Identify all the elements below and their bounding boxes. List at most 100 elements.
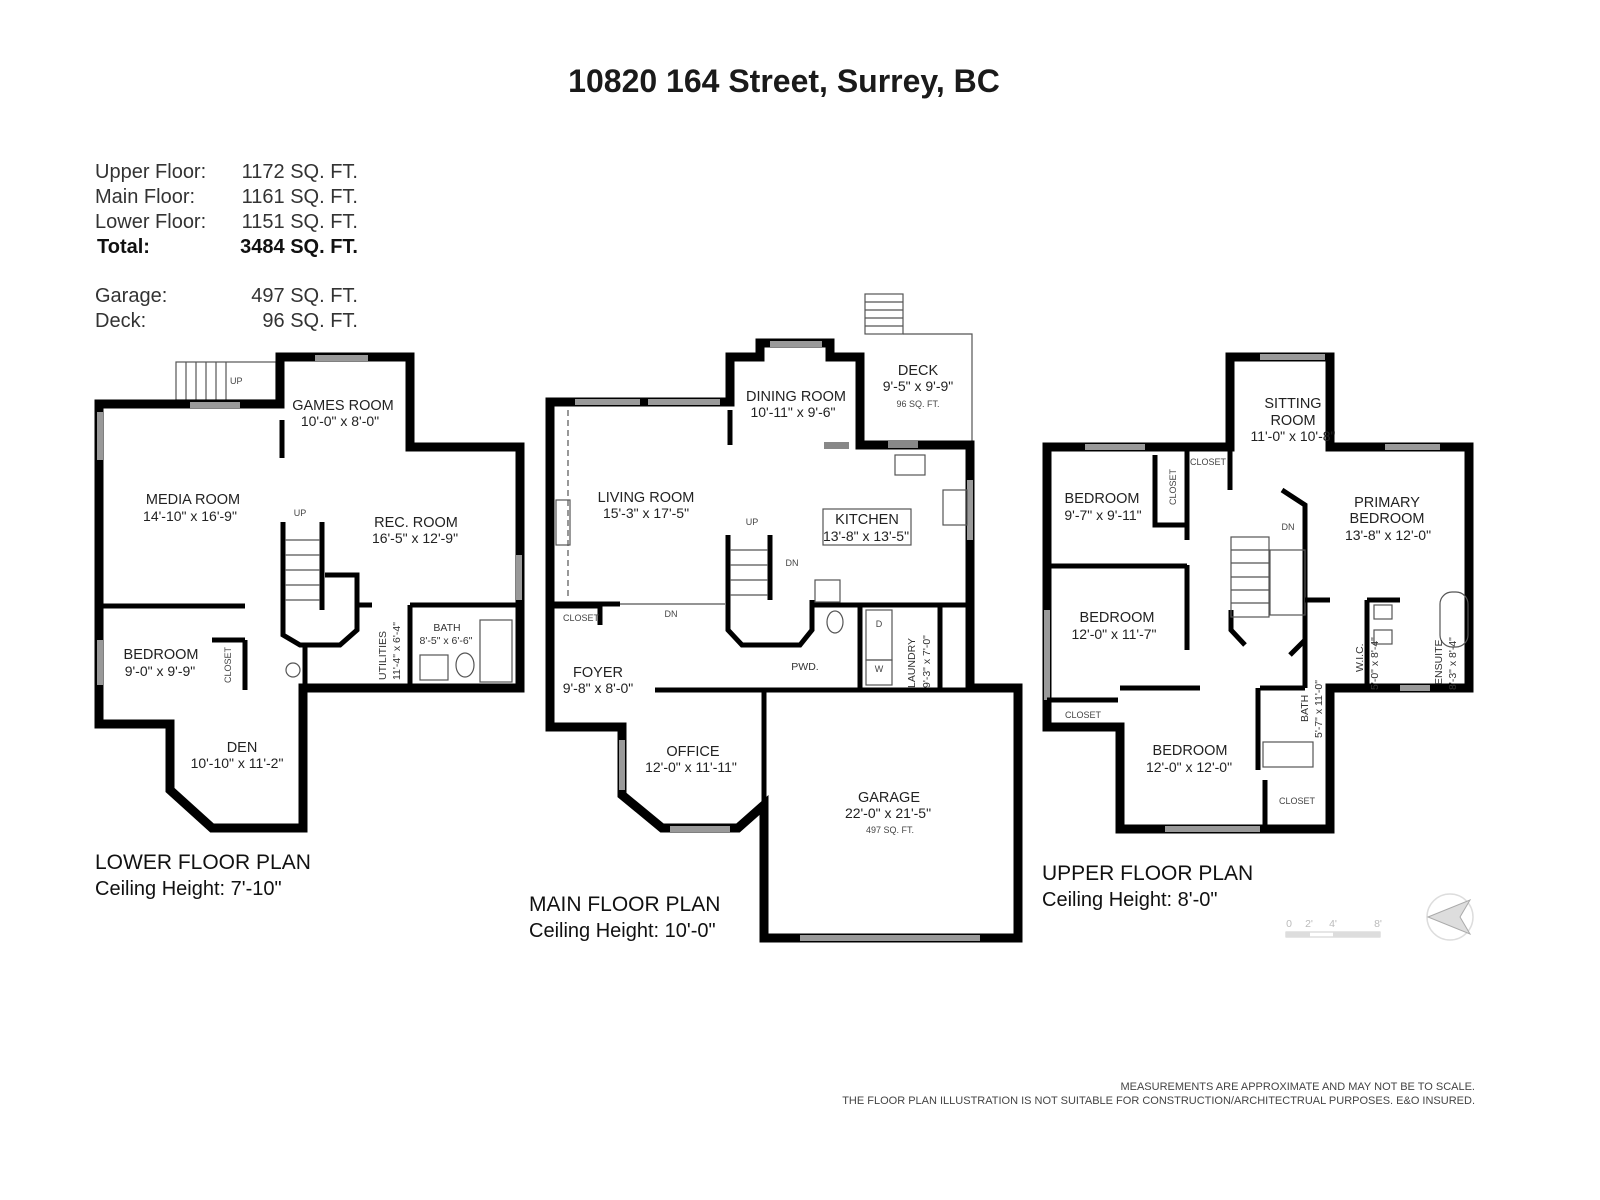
room-name: PWD. bbox=[791, 661, 818, 673]
scale-tick: 8' bbox=[1374, 918, 1382, 930]
closet-label: CLOSET bbox=[223, 646, 233, 683]
room-area: 96 SQ. FT. bbox=[896, 399, 939, 409]
area-label: Main Floor: bbox=[95, 186, 195, 208]
room-dimensions: 9'-8" x 8'-0" bbox=[563, 680, 634, 696]
room-name: KITCHEN bbox=[835, 512, 899, 528]
scale-bar: 0 2' 4' 8' bbox=[1285, 918, 1382, 938]
scale-tick: 2' bbox=[1305, 918, 1313, 930]
stairs-up-label: UP bbox=[230, 376, 243, 386]
area-value: 1172 SQ. FT. bbox=[242, 161, 358, 183]
closet-label: CLOSET bbox=[1279, 796, 1316, 806]
room-name: DEN bbox=[227, 740, 258, 756]
room-name: LIVING ROOM bbox=[598, 490, 695, 506]
plan-title: LOWER FLOOR PLAN bbox=[95, 851, 311, 874]
upper-floor-plan: SITTING ROOM 11'-0" x 10'-8" BEDROOM 9'-… bbox=[1042, 352, 1474, 911]
plan-title: MAIN FLOOR PLAN bbox=[529, 893, 720, 916]
room-name: BATH bbox=[1299, 695, 1311, 722]
room-dimensions: 9'-7" x 9'-11" bbox=[1064, 507, 1141, 523]
area-label: Deck: bbox=[95, 310, 146, 332]
room-dimensions: 5'-7" x 11'-0" bbox=[1313, 680, 1325, 738]
room-dimensions: 11'-4" x 6'-4" bbox=[391, 622, 403, 680]
room-name: BEDROOM bbox=[1065, 491, 1140, 507]
closet-label: CLOSET bbox=[1168, 468, 1178, 505]
lower-floor-plan: UP UP GAMES ROOM 10'-0" x 8'-0" MEDIA RO… bbox=[94, 352, 525, 900]
room-name: FOYER bbox=[573, 665, 623, 681]
room-dimensions: 11'-0" x 10'-8" bbox=[1250, 428, 1335, 444]
room-dimensions: 10'-10" x 11'-2" bbox=[191, 755, 284, 771]
washer-label: W bbox=[875, 664, 884, 674]
page-title: 10820 164 Street, Surrey, BC bbox=[568, 63, 1000, 99]
room-dimensions: 12'-0" x 12'-0" bbox=[1146, 759, 1232, 775]
room-name: GAMES ROOM bbox=[292, 398, 394, 414]
area-label: Lower Floor: bbox=[95, 211, 206, 233]
room-dimensions: 8'-5" x 6'-6" bbox=[420, 635, 473, 647]
area-value: 96 SQ. FT. bbox=[262, 310, 358, 332]
room-dimensions: 22'-0" x 21'-5" bbox=[845, 805, 931, 821]
disclaimer-line: THE FLOOR PLAN ILLUSTRATION IS NOT SUITA… bbox=[842, 1095, 1475, 1107]
room-dimensions: 13'-8" x 13'-5" bbox=[823, 528, 909, 544]
room-dimensions: 15'-3" x 17'-5" bbox=[603, 505, 689, 521]
ceiling-height: Ceiling Height: 7'-10" bbox=[95, 878, 282, 900]
main-floor-plan: DINING ROOM 10'-11" x 9'-6" DECK 9'-5" x… bbox=[529, 293, 1023, 943]
stairs-up-label: UP bbox=[746, 517, 759, 527]
area-value: 1151 SQ. FT. bbox=[242, 211, 358, 233]
room-name: UTILITIES bbox=[377, 631, 389, 680]
room-name: GARAGE bbox=[858, 790, 920, 806]
area-value: 1161 SQ. FT. bbox=[242, 186, 358, 208]
room-dimensions: 12'-0" x 11'-7" bbox=[1071, 626, 1156, 642]
total-value: 3484 SQ. FT. bbox=[240, 236, 358, 258]
room-dimensions: 10'-11" x 9'-6" bbox=[750, 404, 835, 420]
room-name: DECK bbox=[898, 363, 939, 379]
room-name: BEDROOM bbox=[124, 647, 199, 663]
room-name: W.I.C. bbox=[1354, 643, 1366, 672]
kitchen-label-box bbox=[822, 508, 912, 546]
room-dimensions: 12'-0" x 11'-11" bbox=[645, 759, 737, 775]
area-summary: Upper Floor: 1172 SQ. FT. Main Floor: 11… bbox=[95, 161, 358, 332]
disclaimer-line: MEASUREMENTS ARE APPROXIMATE AND MAY NOT… bbox=[1120, 1081, 1475, 1093]
room-dimensions: 9'-5" x 9'-9" bbox=[883, 378, 954, 394]
scale-tick: 4' bbox=[1329, 918, 1337, 930]
room-name-line2: BEDROOM bbox=[1350, 511, 1425, 527]
room-name: SITTING bbox=[1264, 396, 1321, 412]
room-name: ENSUITE bbox=[1433, 639, 1445, 685]
area-label: Garage: bbox=[95, 285, 167, 307]
north-arrow-icon bbox=[1426, 893, 1474, 941]
room-dimensions: 13'-8" x 12'-0" bbox=[1345, 527, 1431, 543]
closet-label: CLOSET bbox=[1190, 457, 1227, 467]
deck-stairs bbox=[864, 293, 904, 335]
room-name-line2: ROOM bbox=[1270, 413, 1315, 429]
deck-outline bbox=[903, 333, 973, 445]
room-name: OFFICE bbox=[666, 744, 719, 760]
room-area: 497 SQ. FT. bbox=[866, 825, 914, 835]
scale-tick: 0 bbox=[1286, 918, 1292, 930]
area-value: 497 SQ. FT. bbox=[251, 285, 358, 307]
room-name: BEDROOM bbox=[1080, 610, 1155, 626]
room-dimensions: 16'-5" x 12'-9" bbox=[372, 530, 458, 546]
room-dimensions: 14'-10" x 16'-9" bbox=[143, 508, 237, 524]
stairs-down-label: DN bbox=[1282, 522, 1295, 532]
room-dimensions: 8'-3" x 8'-4" bbox=[1447, 637, 1459, 690]
stairs-up-label: UP bbox=[294, 508, 307, 518]
stairs-down-label: DN bbox=[786, 558, 799, 568]
room-name: BATH bbox=[433, 622, 460, 634]
ceiling-height: Ceiling Height: 8'-0" bbox=[1042, 889, 1217, 911]
area-label: Upper Floor: bbox=[95, 161, 206, 183]
room-dimensions: 10'-0" x 8'-0" bbox=[301, 413, 379, 429]
room-name: REC. ROOM bbox=[374, 515, 458, 531]
room-name: PRIMARY bbox=[1354, 495, 1420, 511]
room-name: BEDROOM bbox=[1153, 743, 1228, 759]
upper-exterior-wall bbox=[1042, 352, 1474, 834]
stairs-down-label: DN bbox=[665, 609, 678, 619]
room-dimensions: 9'-0" x 9'-9" bbox=[125, 663, 196, 679]
room-name: DINING ROOM bbox=[746, 389, 846, 405]
room-name: LAUNDRY bbox=[906, 638, 918, 688]
main-exterior-wall bbox=[545, 338, 1023, 943]
closet-label: CLOSET bbox=[1065, 710, 1102, 720]
ceiling-height: Ceiling Height: 10'-0" bbox=[529, 920, 716, 942]
closet-label: CLOSET bbox=[563, 613, 600, 623]
room-dimensions: 5'-0" x 8'-4" bbox=[1369, 637, 1381, 690]
room-name: MEDIA ROOM bbox=[146, 492, 240, 508]
total-label: Total: bbox=[97, 236, 150, 258]
